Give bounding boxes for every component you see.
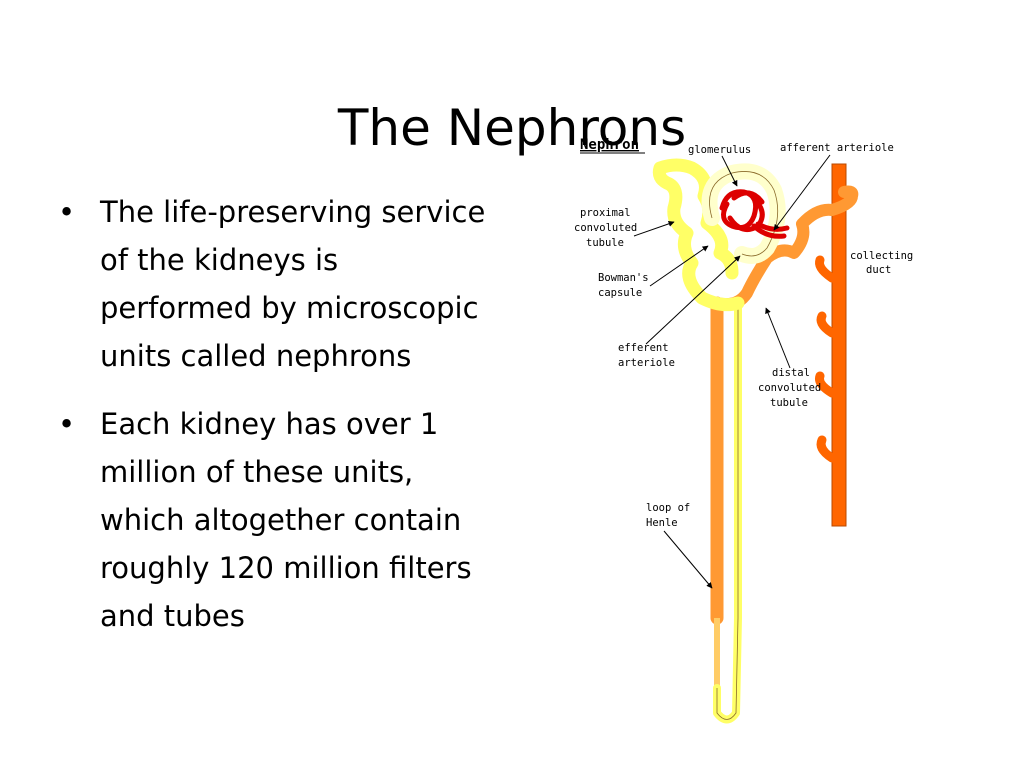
label-bowmans-2: capsule bbox=[598, 287, 642, 299]
distal-tubule bbox=[711, 185, 859, 311]
bullet-item: • The life-preserving service of the kid… bbox=[58, 188, 498, 380]
bullet-item: • Each kidney has over 1 million of thes… bbox=[58, 400, 498, 640]
label-proximal-2: convoluted bbox=[574, 222, 637, 234]
label-distal-3: tubule bbox=[770, 397, 808, 409]
bullet-text: The life-preserving service of the kidne… bbox=[100, 195, 486, 373]
collecting-duct bbox=[815, 163, 847, 527]
diagram-title: Nephron bbox=[580, 137, 639, 153]
bullet-list: • The life-preserving service of the kid… bbox=[58, 188, 498, 660]
label-glomerulus: glomerulus bbox=[688, 144, 751, 156]
proximal-tubule bbox=[652, 158, 745, 312]
bullet-marker: • bbox=[58, 407, 76, 441]
label-proximal-1: proximal bbox=[580, 207, 631, 219]
slide-title: The Nephrons bbox=[337, 98, 687, 157]
label-collecting-2: duct bbox=[866, 264, 891, 276]
label-efferent-1: efferent bbox=[618, 342, 669, 354]
label-bowmans-1: Bowman's bbox=[598, 272, 649, 284]
label-proximal-3: tubule bbox=[586, 237, 624, 249]
bullet-marker: • bbox=[58, 195, 76, 229]
nephron-diagram: Nephron glomerulus afferent arteriole pr… bbox=[574, 137, 913, 724]
label-loop-1: loop of bbox=[646, 502, 690, 514]
glomerulus bbox=[719, 189, 790, 239]
label-collecting-1: collecting bbox=[850, 250, 913, 262]
bullet-text: Each kidney has over 1 million of these … bbox=[100, 407, 472, 633]
label-loop-2: Henle bbox=[646, 517, 678, 529]
label-efferent-2: arteriole bbox=[618, 357, 675, 369]
leader-lines bbox=[633, 154, 831, 589]
label-afferent-arteriole: afferent arteriole bbox=[780, 142, 894, 154]
label-distal-1: distal bbox=[772, 367, 810, 379]
label-distal-2: convoluted bbox=[758, 382, 821, 394]
